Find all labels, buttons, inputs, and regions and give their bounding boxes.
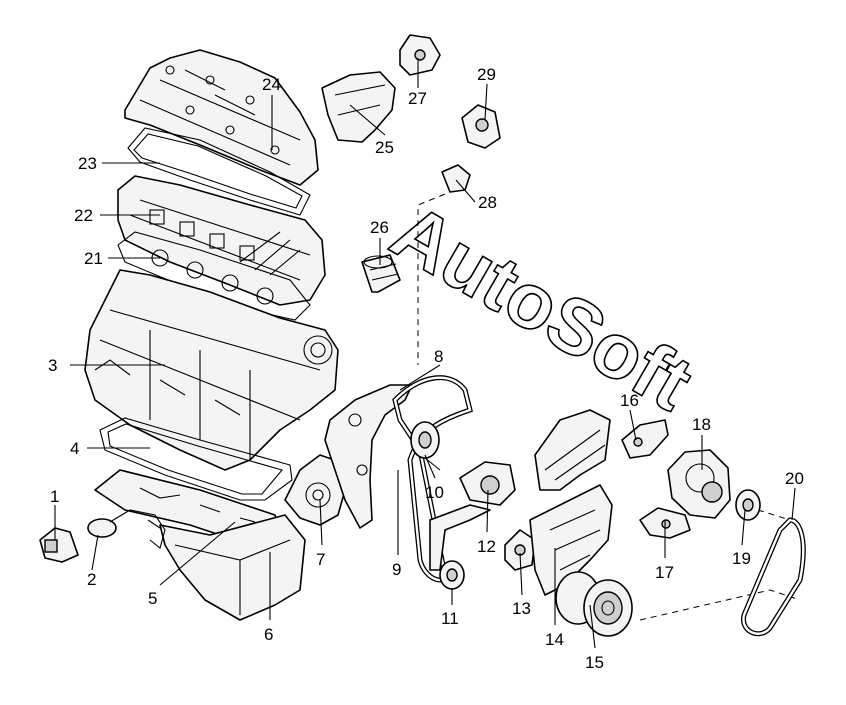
callout-12: 12 (477, 537, 496, 556)
part-24-valve-cover (124, 49, 319, 186)
part-14-lower-cover (529, 484, 613, 596)
callout-labels: 1 2 3 4 5 6 7 8 9 10 11 12 13 14 15 16 1… (48, 65, 804, 672)
part-23-cover-gasket (127, 127, 311, 216)
callout-17: 17 (655, 563, 674, 582)
callout-18: 18 (692, 415, 711, 434)
part-1-sensor (39, 527, 79, 563)
part-12-oil-pump (459, 461, 516, 506)
part-29-mount (461, 104, 501, 149)
callout-3: 3 (48, 356, 57, 375)
callout-24: 24 (262, 75, 281, 94)
part-25-engine-mount (321, 71, 396, 143)
callout-6: 6 (264, 625, 273, 644)
front-timing-cover (534, 409, 611, 491)
callout-20: 20 (785, 469, 804, 488)
belt-guide-bracket (429, 504, 491, 571)
part-11-idler (439, 560, 465, 590)
callout-4: 4 (70, 439, 79, 458)
callout-leaders (54, 58, 796, 649)
part-27-mount (399, 34, 441, 76)
part-13-bracket (504, 529, 536, 571)
callout-26: 26 (370, 218, 389, 237)
callout-11: 11 (441, 609, 459, 628)
part-19-pulley (735, 489, 761, 521)
part-20-aux-belt (741, 517, 806, 637)
part-15-crank-pulley (555, 571, 633, 637)
part-26-oil-filter (361, 254, 401, 293)
callout-2: 2 (87, 570, 96, 589)
callout-23: 23 (78, 154, 97, 173)
callout-9: 9 (392, 560, 401, 579)
callout-25: 25 (375, 138, 394, 157)
callout-10: 10 (425, 483, 444, 502)
callout-8: 8 (434, 347, 443, 366)
callout-7: 7 (316, 550, 325, 569)
part-8-rear-timing-cover (324, 384, 413, 529)
callout-14: 14 (545, 630, 564, 649)
part-28-bracket (441, 164, 471, 193)
callout-21: 21 (84, 249, 103, 268)
callout-29: 29 (477, 65, 496, 84)
callout-27: 27 (408, 89, 427, 108)
callout-16: 16 (620, 391, 639, 410)
part-6-oil-sump (159, 514, 306, 621)
part-4-pan-gasket (99, 417, 293, 501)
callout-1: 1 (50, 487, 59, 506)
callout-13: 13 (512, 599, 531, 618)
part-18-alternator (667, 449, 731, 519)
callout-15: 15 (585, 653, 604, 672)
callout-5: 5 (148, 589, 157, 608)
part-3-engine-block (84, 269, 339, 471)
callout-22: 22 (74, 206, 93, 225)
part-2-oil-pickup (87, 509, 166, 549)
part-10-tensioner (410, 421, 441, 471)
watermark-text: AutoSoft (378, 187, 707, 428)
callout-28: 28 (478, 193, 497, 212)
callout-19: 19 (732, 549, 751, 568)
part-22-cylinder-head (117, 175, 326, 306)
